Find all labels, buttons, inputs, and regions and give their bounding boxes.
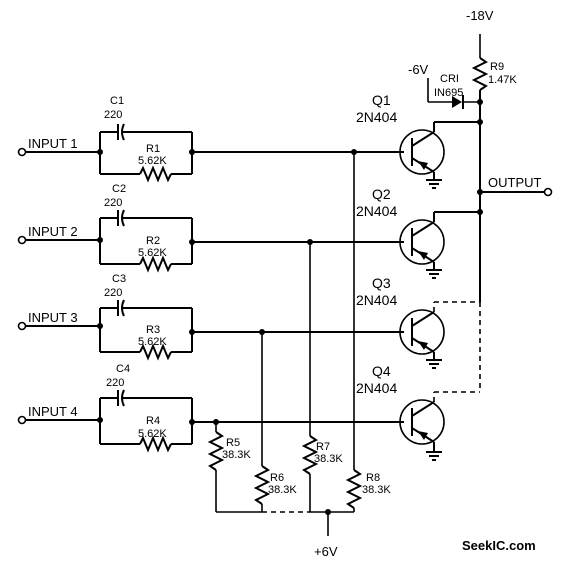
transistor-q4: Q4 2N404: [356, 363, 445, 461]
res-name: R1: [146, 143, 160, 155]
transistor-q2: Q2 2N404: [356, 186, 445, 279]
res-value: 5.62K: [138, 155, 167, 167]
input-terminal[interactable]: [17, 147, 27, 157]
collector-bus: OUTPUT: [433, 100, 553, 402]
cap-value: 220: [104, 197, 122, 209]
input-terminal[interactable]: [17, 415, 27, 425]
load-resistor-r9: -18V R9 1.47K: [466, 8, 517, 100]
resistor-name: R7: [316, 441, 330, 453]
input-network-4: INPUT 4 C4 220 R4 5.62K: [17, 363, 195, 453]
supply-neg6: -6V: [408, 62, 429, 77]
transistor-type: 2N404: [356, 380, 397, 396]
resistor-name: R5: [226, 437, 240, 449]
transistor-type: 2N404: [356, 203, 397, 219]
resistor-value: 1.47K: [488, 74, 517, 86]
input-label: INPUT 2: [28, 224, 78, 239]
res-value: 5.62K: [138, 247, 167, 259]
cap-name: C2: [112, 183, 126, 195]
cap-value: 220: [104, 109, 122, 121]
input-terminal[interactable]: [17, 321, 27, 331]
diode-cr1: -6V CRI IN695: [408, 62, 483, 109]
res-value: 5.62K: [138, 428, 167, 440]
resistor-value: 38.3K: [362, 484, 391, 496]
bias-resistor-r7: R7 38.3K: [301, 435, 343, 512]
supply-pos6: +6V: [314, 544, 338, 559]
transistor-name: Q3: [372, 275, 391, 291]
transistor-type: 2N404: [356, 109, 397, 125]
bias-resistor-r8: R8 38.3K: [345, 469, 391, 512]
resistor-name: R8: [366, 472, 380, 484]
res-name: R4: [146, 415, 160, 427]
input-network-1: INPUT 1 C1 220 R1 5.62K: [17, 95, 195, 183]
transistor-type: 2N404: [356, 292, 397, 308]
input-label: INPUT 3: [28, 310, 78, 325]
supply-neg18: -18V: [466, 8, 494, 23]
diode-name: CRI: [440, 73, 459, 85]
cap-value: 220: [106, 377, 124, 389]
transistor-name: Q1: [372, 92, 391, 108]
bias-resistor-r6: R6 38.3K: [253, 465, 297, 512]
input-label: INPUT 1: [28, 136, 78, 151]
watermark: SeekIC.com: [462, 538, 536, 553]
res-name: R2: [146, 235, 160, 247]
res-name: R3: [146, 324, 160, 336]
input-label: INPUT 4: [28, 404, 78, 419]
transistor-name: Q4: [372, 363, 391, 379]
positive-supply-bus: +6V: [216, 509, 354, 559]
resistor-value: 38.3K: [268, 484, 297, 496]
cap-name: C1: [110, 95, 124, 107]
output-terminal[interactable]: [543, 187, 553, 197]
input-terminal[interactable]: [17, 235, 27, 245]
res-value: 5.62K: [138, 336, 167, 348]
resistor-value: 38.3K: [314, 453, 343, 465]
transistor-name: Q2: [372, 186, 391, 202]
cap-name: C4: [116, 363, 130, 375]
base-wiring: [192, 149, 404, 470]
input-network-2: INPUT 2 C2 220 R2 5.62K: [17, 183, 195, 273]
resistor-name: R6: [270, 472, 284, 484]
transistor-q1: Q1 2N404: [356, 92, 445, 189]
diode-type: IN695: [434, 87, 463, 99]
resistor-name: R9: [490, 61, 504, 73]
bias-resistor-r5: R5 38.3K: [207, 431, 251, 512]
resistor-value: 38.3K: [222, 449, 251, 461]
cap-name: C3: [112, 273, 126, 285]
cap-value: 220: [104, 287, 122, 299]
output-label: OUTPUT: [488, 175, 542, 190]
input-network-3: INPUT 3 C3 220 R3 5.62K: [17, 273, 195, 361]
transistor-q3: Q3 2N404: [356, 275, 445, 369]
